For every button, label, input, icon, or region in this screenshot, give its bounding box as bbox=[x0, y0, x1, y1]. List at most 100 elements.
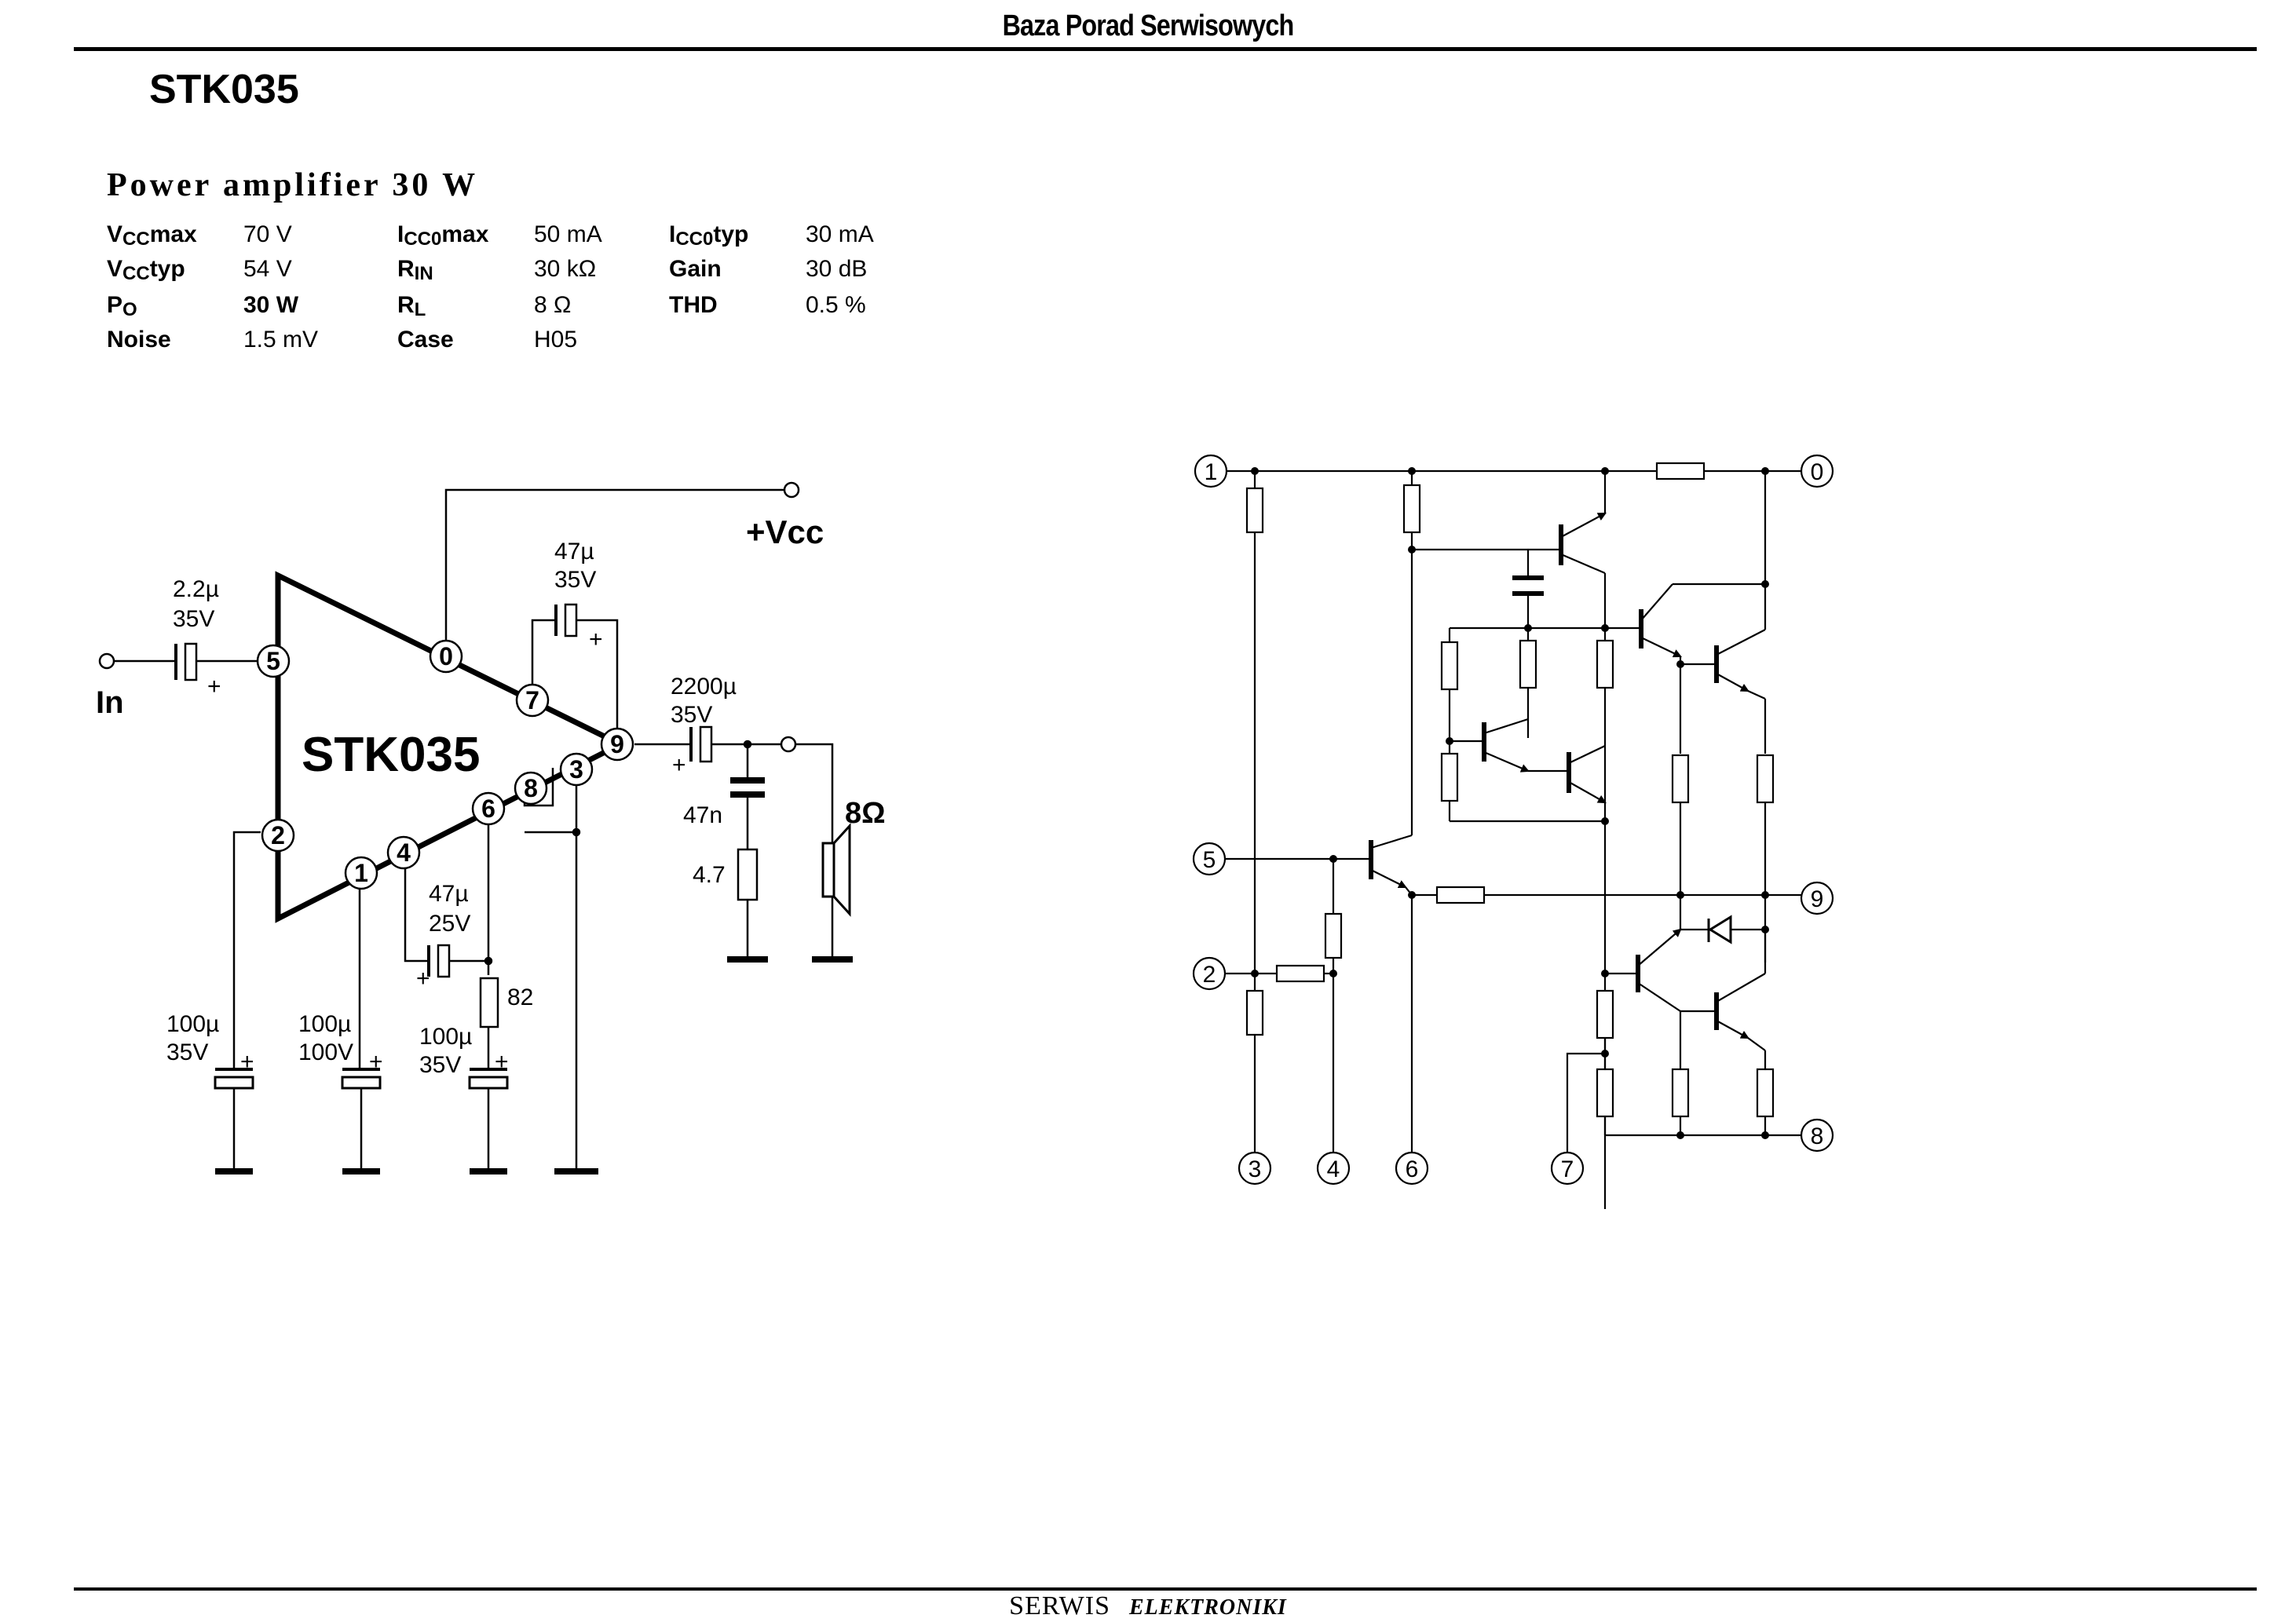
svg-text:7: 7 bbox=[1561, 1156, 1574, 1182]
svg-text:2: 2 bbox=[271, 821, 285, 849]
svg-text:3: 3 bbox=[1249, 1156, 1262, 1182]
cboot-voltage: 35V bbox=[554, 567, 596, 593]
app-pin-8: 8 bbox=[514, 771, 548, 806]
app-pin-5: 5 bbox=[256, 644, 291, 678]
subtitle: Power amplifier 30 W bbox=[107, 167, 479, 203]
svg-text:4: 4 bbox=[397, 838, 411, 867]
int-pin-4: 4 bbox=[1316, 1151, 1351, 1185]
svg-text:3: 3 bbox=[569, 755, 583, 784]
svg-text:1: 1 bbox=[1205, 459, 1218, 485]
cp1-voltage: 100V bbox=[298, 1039, 353, 1065]
rfb-value: 82 bbox=[507, 985, 533, 1010]
spec-value-icc0typ: 30 mA bbox=[806, 221, 874, 247]
svg-text:9: 9 bbox=[610, 730, 624, 758]
spec-label-rin: RIN bbox=[397, 256, 433, 284]
spec-label-vcctyp: VCCtyp bbox=[107, 256, 185, 284]
svg-text:+: + bbox=[240, 1049, 254, 1075]
app-pin-2: 2 bbox=[261, 818, 295, 853]
svg-text:6: 6 bbox=[481, 795, 495, 823]
app-pin-4: 4 bbox=[386, 835, 421, 870]
spec-label-icc0max: ICC0max bbox=[397, 221, 489, 250]
app-pin-0: 0 bbox=[429, 639, 463, 674]
svg-text:2: 2 bbox=[1203, 962, 1216, 988]
spec-label-gain: Gain bbox=[669, 256, 722, 282]
internal-pins: 1 0 5 9 2 8 3 4 6 7 bbox=[1192, 454, 1834, 1185]
svg-text:5: 5 bbox=[266, 647, 280, 675]
cp6-value: 100µ bbox=[419, 1024, 472, 1050]
spec-label-case: Case bbox=[397, 327, 454, 353]
svg-text:9: 9 bbox=[1811, 886, 1824, 912]
svg-text:+: + bbox=[495, 1049, 509, 1075]
cp6-voltage: 35V bbox=[419, 1052, 461, 1078]
int-pin-6: 6 bbox=[1395, 1151, 1429, 1185]
svg-text:+: + bbox=[672, 752, 686, 778]
cin-voltage: 35V bbox=[173, 606, 214, 632]
svg-text:+: + bbox=[207, 674, 221, 700]
footer-serwis: SERWIS bbox=[1009, 1591, 1110, 1620]
input-label: In bbox=[96, 685, 124, 720]
spec-value-rl: 8 Ω bbox=[534, 292, 572, 318]
svg-text:+: + bbox=[369, 1049, 383, 1075]
spec-label-rl: RL bbox=[397, 292, 426, 320]
footer-rule bbox=[74, 1587, 2257, 1591]
spec-value-po: 30 W bbox=[243, 292, 299, 318]
footer: SERWIS ELEKTRONIKI bbox=[0, 1591, 2296, 1621]
int-pin-9: 9 bbox=[1800, 881, 1834, 915]
cout-voltage: 35V bbox=[671, 702, 712, 728]
cboot-value: 47µ bbox=[554, 539, 594, 564]
speaker-label: 8Ω bbox=[845, 797, 886, 830]
svg-text:0: 0 bbox=[1811, 459, 1824, 485]
spec-value-case: H05 bbox=[534, 327, 578, 353]
cfb-value: 47µ bbox=[429, 881, 469, 907]
int-pin-5: 5 bbox=[1192, 842, 1227, 876]
svg-text:+: + bbox=[589, 627, 603, 652]
application-circuit bbox=[98, 481, 853, 1174]
spec-value-vccmax: 70 V bbox=[243, 221, 292, 247]
svg-text:8: 8 bbox=[1811, 1123, 1824, 1149]
vcc-label: +Vcc bbox=[746, 513, 824, 550]
spec-value-gain: 30 dB bbox=[806, 256, 868, 282]
int-pin-3: 3 bbox=[1238, 1151, 1272, 1185]
internal-schematic bbox=[1225, 462, 1801, 1209]
spec-label-vccmax: VCCmax bbox=[107, 221, 197, 250]
czobel-value: 47n bbox=[683, 802, 722, 828]
svg-text:7: 7 bbox=[525, 686, 539, 714]
app-pin-1: 1 bbox=[344, 856, 378, 890]
spec-value-rin: 30 kΩ bbox=[534, 256, 597, 282]
app-pin-7: 7 bbox=[515, 683, 550, 718]
spec-label-icc0typ: ICC0typ bbox=[669, 221, 749, 250]
cp2-value: 100µ bbox=[166, 1011, 219, 1037]
svg-text:+: + bbox=[416, 966, 430, 992]
svg-text:8: 8 bbox=[524, 774, 538, 802]
app-pins: 5 0 7 9 3 8 6 2 1 4 bbox=[256, 639, 634, 890]
spec-value-thd: 0.5 % bbox=[806, 292, 866, 318]
int-pin-2: 2 bbox=[1192, 956, 1227, 991]
app-pin-9: 9 bbox=[600, 727, 634, 762]
spec-label-noise: Noise bbox=[107, 327, 171, 353]
spec-label-thd: THD bbox=[669, 292, 718, 318]
int-pin-1: 1 bbox=[1194, 454, 1228, 488]
cp1-value: 100µ bbox=[298, 1011, 351, 1037]
svg-text:1: 1 bbox=[354, 859, 368, 887]
app-chip-label: STK035 bbox=[302, 728, 480, 782]
chip-title: STK035 bbox=[149, 67, 299, 112]
spec-label-po: PO bbox=[107, 292, 137, 320]
svg-text:6: 6 bbox=[1406, 1156, 1419, 1182]
svg-text:5: 5 bbox=[1203, 847, 1216, 873]
junction-dots bbox=[1251, 467, 1769, 1139]
spec-value-noise: 1.5 mV bbox=[243, 327, 319, 353]
int-pin-0: 0 bbox=[1800, 454, 1834, 488]
spec-value-vcctyp: 54 V bbox=[243, 256, 292, 282]
footer-elektroniki: ELEKTRONIKI bbox=[1128, 1595, 1287, 1620]
cfb-voltage: 25V bbox=[429, 911, 470, 937]
cp2-voltage: 35V bbox=[166, 1039, 208, 1065]
vcc-wire bbox=[444, 488, 787, 656]
int-pin-8: 8 bbox=[1800, 1118, 1834, 1153]
svg-text:4: 4 bbox=[1327, 1156, 1340, 1182]
header-rule bbox=[74, 47, 2257, 51]
rzobel-value: 4.7 bbox=[693, 862, 726, 888]
cin-value: 2.2µ bbox=[173, 576, 219, 602]
app-pin-6: 6 bbox=[471, 791, 506, 826]
spec-value-icc0max: 50 mA bbox=[534, 221, 602, 247]
